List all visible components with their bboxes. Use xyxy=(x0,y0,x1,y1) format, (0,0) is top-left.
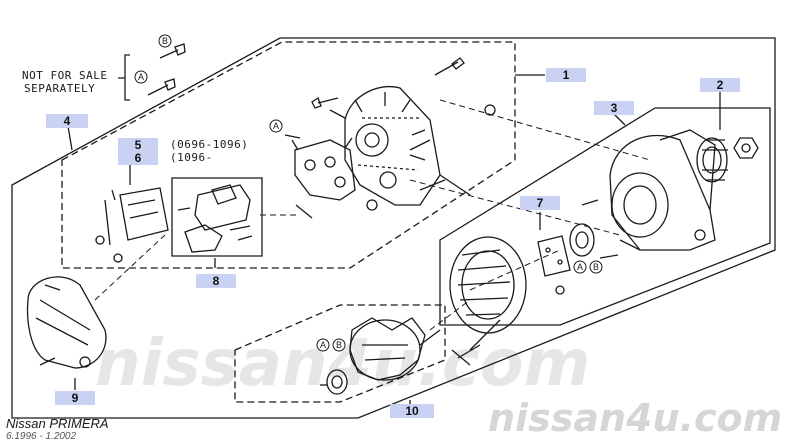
separately-note: SEPARATELY xyxy=(24,82,96,95)
stator-drawing xyxy=(449,236,527,359)
not-for-sale-note: NOT FOR SALE xyxy=(22,69,108,82)
callout-8: 8 xyxy=(196,274,236,288)
watermark-background: nissan4u.com xyxy=(95,327,590,401)
callout-3: 3 xyxy=(594,101,634,115)
watermark: nissan4u.com xyxy=(488,396,783,440)
assembly-frame-outline xyxy=(11,37,776,419)
callout-9: 9 xyxy=(55,391,95,405)
brush-holder-frame xyxy=(171,177,263,257)
callout-5: 5 xyxy=(118,138,158,152)
svg-text:B: B xyxy=(336,340,342,350)
svg-text:A: A xyxy=(273,121,279,131)
callout-10: 10 xyxy=(390,404,434,418)
not-for-sale-bracket xyxy=(118,54,130,101)
ref-marker-a-rotor: A xyxy=(316,338,330,352)
ref-marker-b-top: B xyxy=(158,34,172,48)
pulley-drawing xyxy=(696,137,759,183)
assembly-line-a xyxy=(409,179,621,236)
model-name: Nissan PRIMERA xyxy=(6,416,109,431)
callout-1: 1 xyxy=(546,68,586,82)
date-code-2: (1096- xyxy=(170,151,213,164)
svg-text:A: A xyxy=(577,262,583,272)
bearing-retainer-drawing xyxy=(537,223,595,295)
ref-marker-b-rotor: B xyxy=(332,338,346,352)
rear-housing-group-frame xyxy=(61,41,516,269)
rear-housing-drawing xyxy=(329,86,471,206)
model-years: 6.1996 - 1.2002 xyxy=(6,431,77,442)
svg-text:A: A xyxy=(320,340,326,350)
assembly-line-f xyxy=(94,234,166,301)
callout-4: 4 xyxy=(46,114,88,128)
rotor-drawing xyxy=(320,317,441,395)
svg-text:B: B xyxy=(593,262,599,272)
ref-marker-a-bearing: A xyxy=(573,260,587,274)
ref-marker-a-rectifier: A xyxy=(269,119,283,133)
callout-7: 7 xyxy=(520,196,560,210)
leader-4 xyxy=(67,125,73,151)
callout-6: 6 xyxy=(118,151,158,165)
assembly-line-b xyxy=(439,99,651,161)
ref-marker-a-left: A xyxy=(134,70,148,84)
rotor-frame xyxy=(234,304,446,403)
front-housing-drawing xyxy=(609,129,716,251)
date-code-1: (0696-1096) xyxy=(170,138,249,151)
bolts-drawing xyxy=(39,43,619,366)
ref-marker-b-bearing: B xyxy=(589,260,603,274)
svg-text:A: A xyxy=(138,72,144,82)
rectifier-drawing xyxy=(291,137,356,201)
callout-2: 2 xyxy=(700,78,740,92)
brush-holder-drawing xyxy=(95,184,253,263)
svg-text:B: B xyxy=(162,36,168,46)
assembly-line-c xyxy=(469,249,561,291)
front-housing-frame xyxy=(439,107,771,326)
rear-cover-drawing xyxy=(26,276,107,369)
assembly-line-d xyxy=(429,299,471,331)
